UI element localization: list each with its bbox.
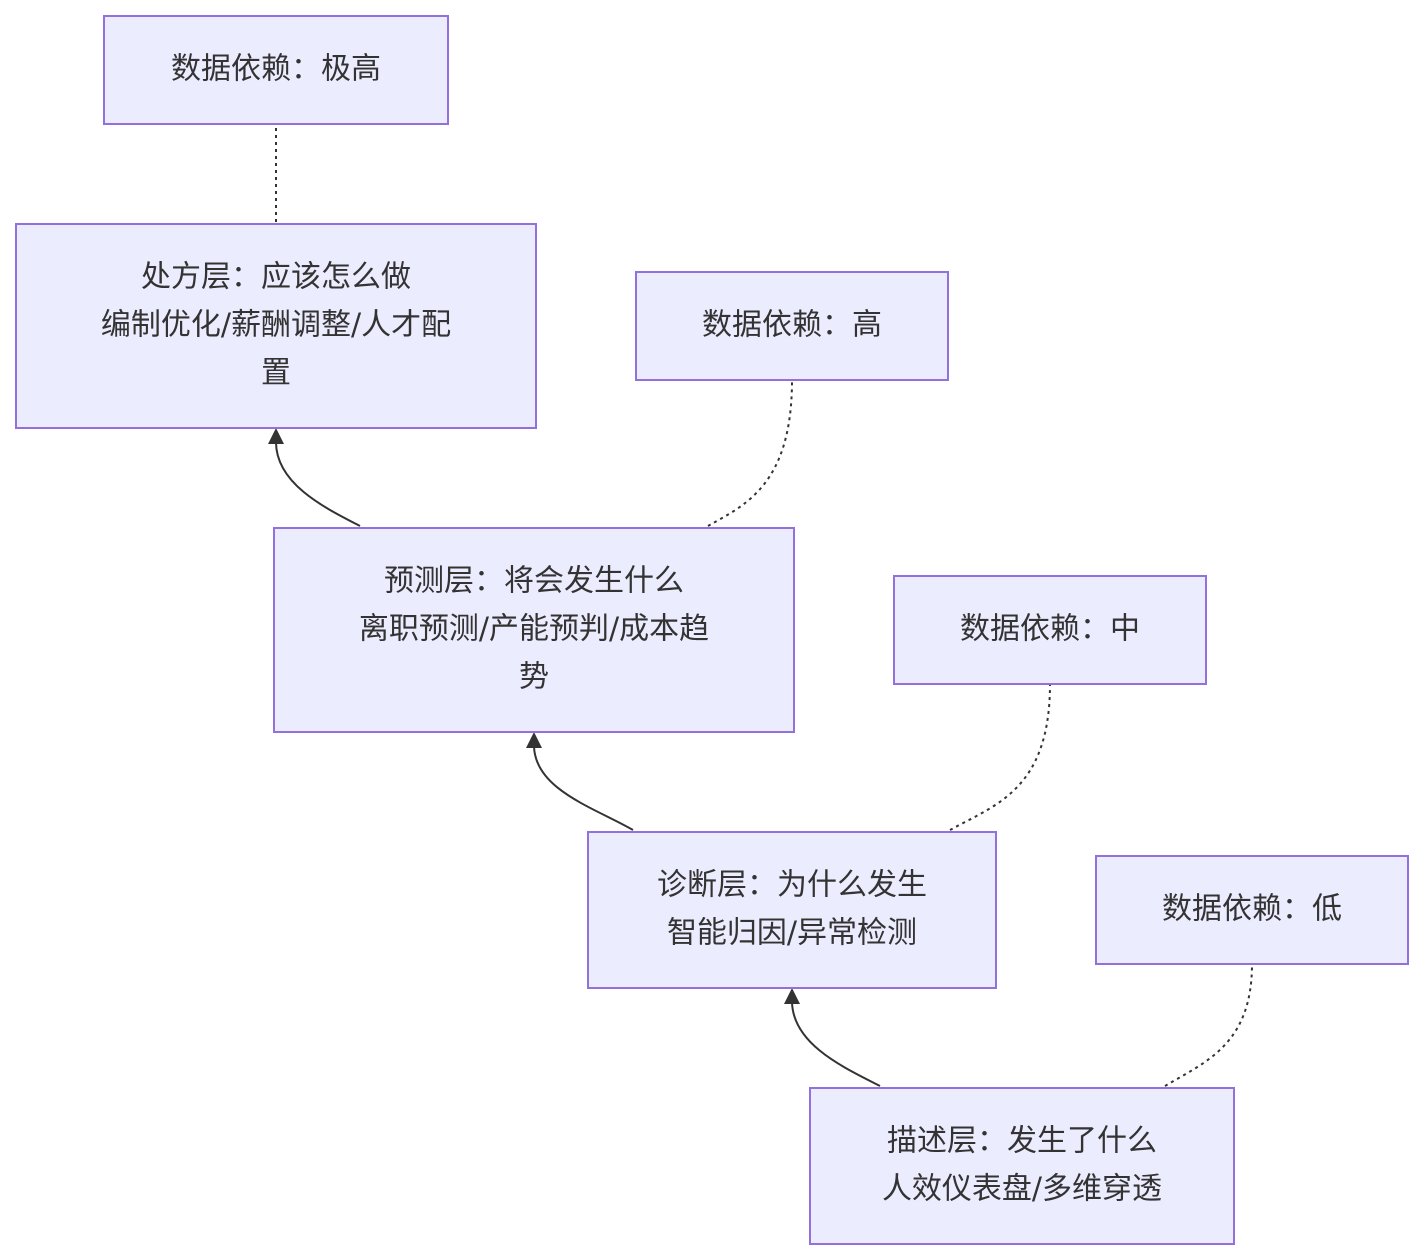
node-label-line: 预测层：将会发生什么 <box>384 564 684 599</box>
edge-predictive-to-prescriptive <box>275 441 361 527</box>
edge-descriptive-to-diagnostic <box>791 1001 881 1087</box>
node-box <box>1095 855 1409 965</box>
node-label-line: 数据依赖：极高 <box>171 52 381 87</box>
node-label-line: 智能归因/异常检测 <box>667 916 917 951</box>
node-label-line: 离职预测/产能预判/成本趋 <box>359 612 709 647</box>
node-label-line: 描述层：发生了什么 <box>887 1124 1157 1159</box>
node-label-line: 编制优化/薪酬调整/人才配 <box>101 308 451 343</box>
node-label-line: 数据依赖：低 <box>1162 892 1342 927</box>
edge-diagnostic-to-dep-medium <box>949 683 1051 831</box>
node-box <box>809 1087 1235 1245</box>
node-box <box>635 271 949 381</box>
node-dep-high: 数据依赖：高 <box>635 271 949 381</box>
node-dep-medium: 数据依赖：中 <box>893 575 1207 685</box>
node-box <box>893 575 1207 685</box>
edge-descriptive-to-dep-low <box>1164 963 1253 1087</box>
edges-layer <box>268 126 1253 1087</box>
arrowhead-diagnostic <box>784 988 800 1004</box>
node-dep-low: 数据依赖：低 <box>1095 855 1409 965</box>
node-label-line: 数据依赖：高 <box>702 308 882 343</box>
node-dep-very-high: 数据依赖：极高 <box>103 15 449 125</box>
edge-diagnostic-to-predictive <box>533 745 634 831</box>
node-label-line: 人效仪表盘/多维穿透 <box>882 1172 1162 1207</box>
node-label-line: 数据依赖：中 <box>960 612 1140 647</box>
node-box <box>15 223 537 429</box>
edge-predictive-to-dep-high <box>707 379 793 527</box>
node-box <box>273 527 795 733</box>
node-label-line: 置 <box>261 356 291 391</box>
node-label-line: 诊断层：为什么发生 <box>657 868 927 903</box>
node-box <box>103 15 449 125</box>
node-box <box>587 831 997 989</box>
node-label-line: 势 <box>519 660 549 695</box>
nodes-layer: 处方层：应该怎么做编制优化/薪酬调整/人才配置预测层：将会发生什么离职预测/产能… <box>15 15 1409 1245</box>
arrowhead-prescriptive <box>268 428 284 444</box>
arrowhead-predictive <box>526 732 542 748</box>
node-label-line: 处方层：应该怎么做 <box>141 260 411 295</box>
